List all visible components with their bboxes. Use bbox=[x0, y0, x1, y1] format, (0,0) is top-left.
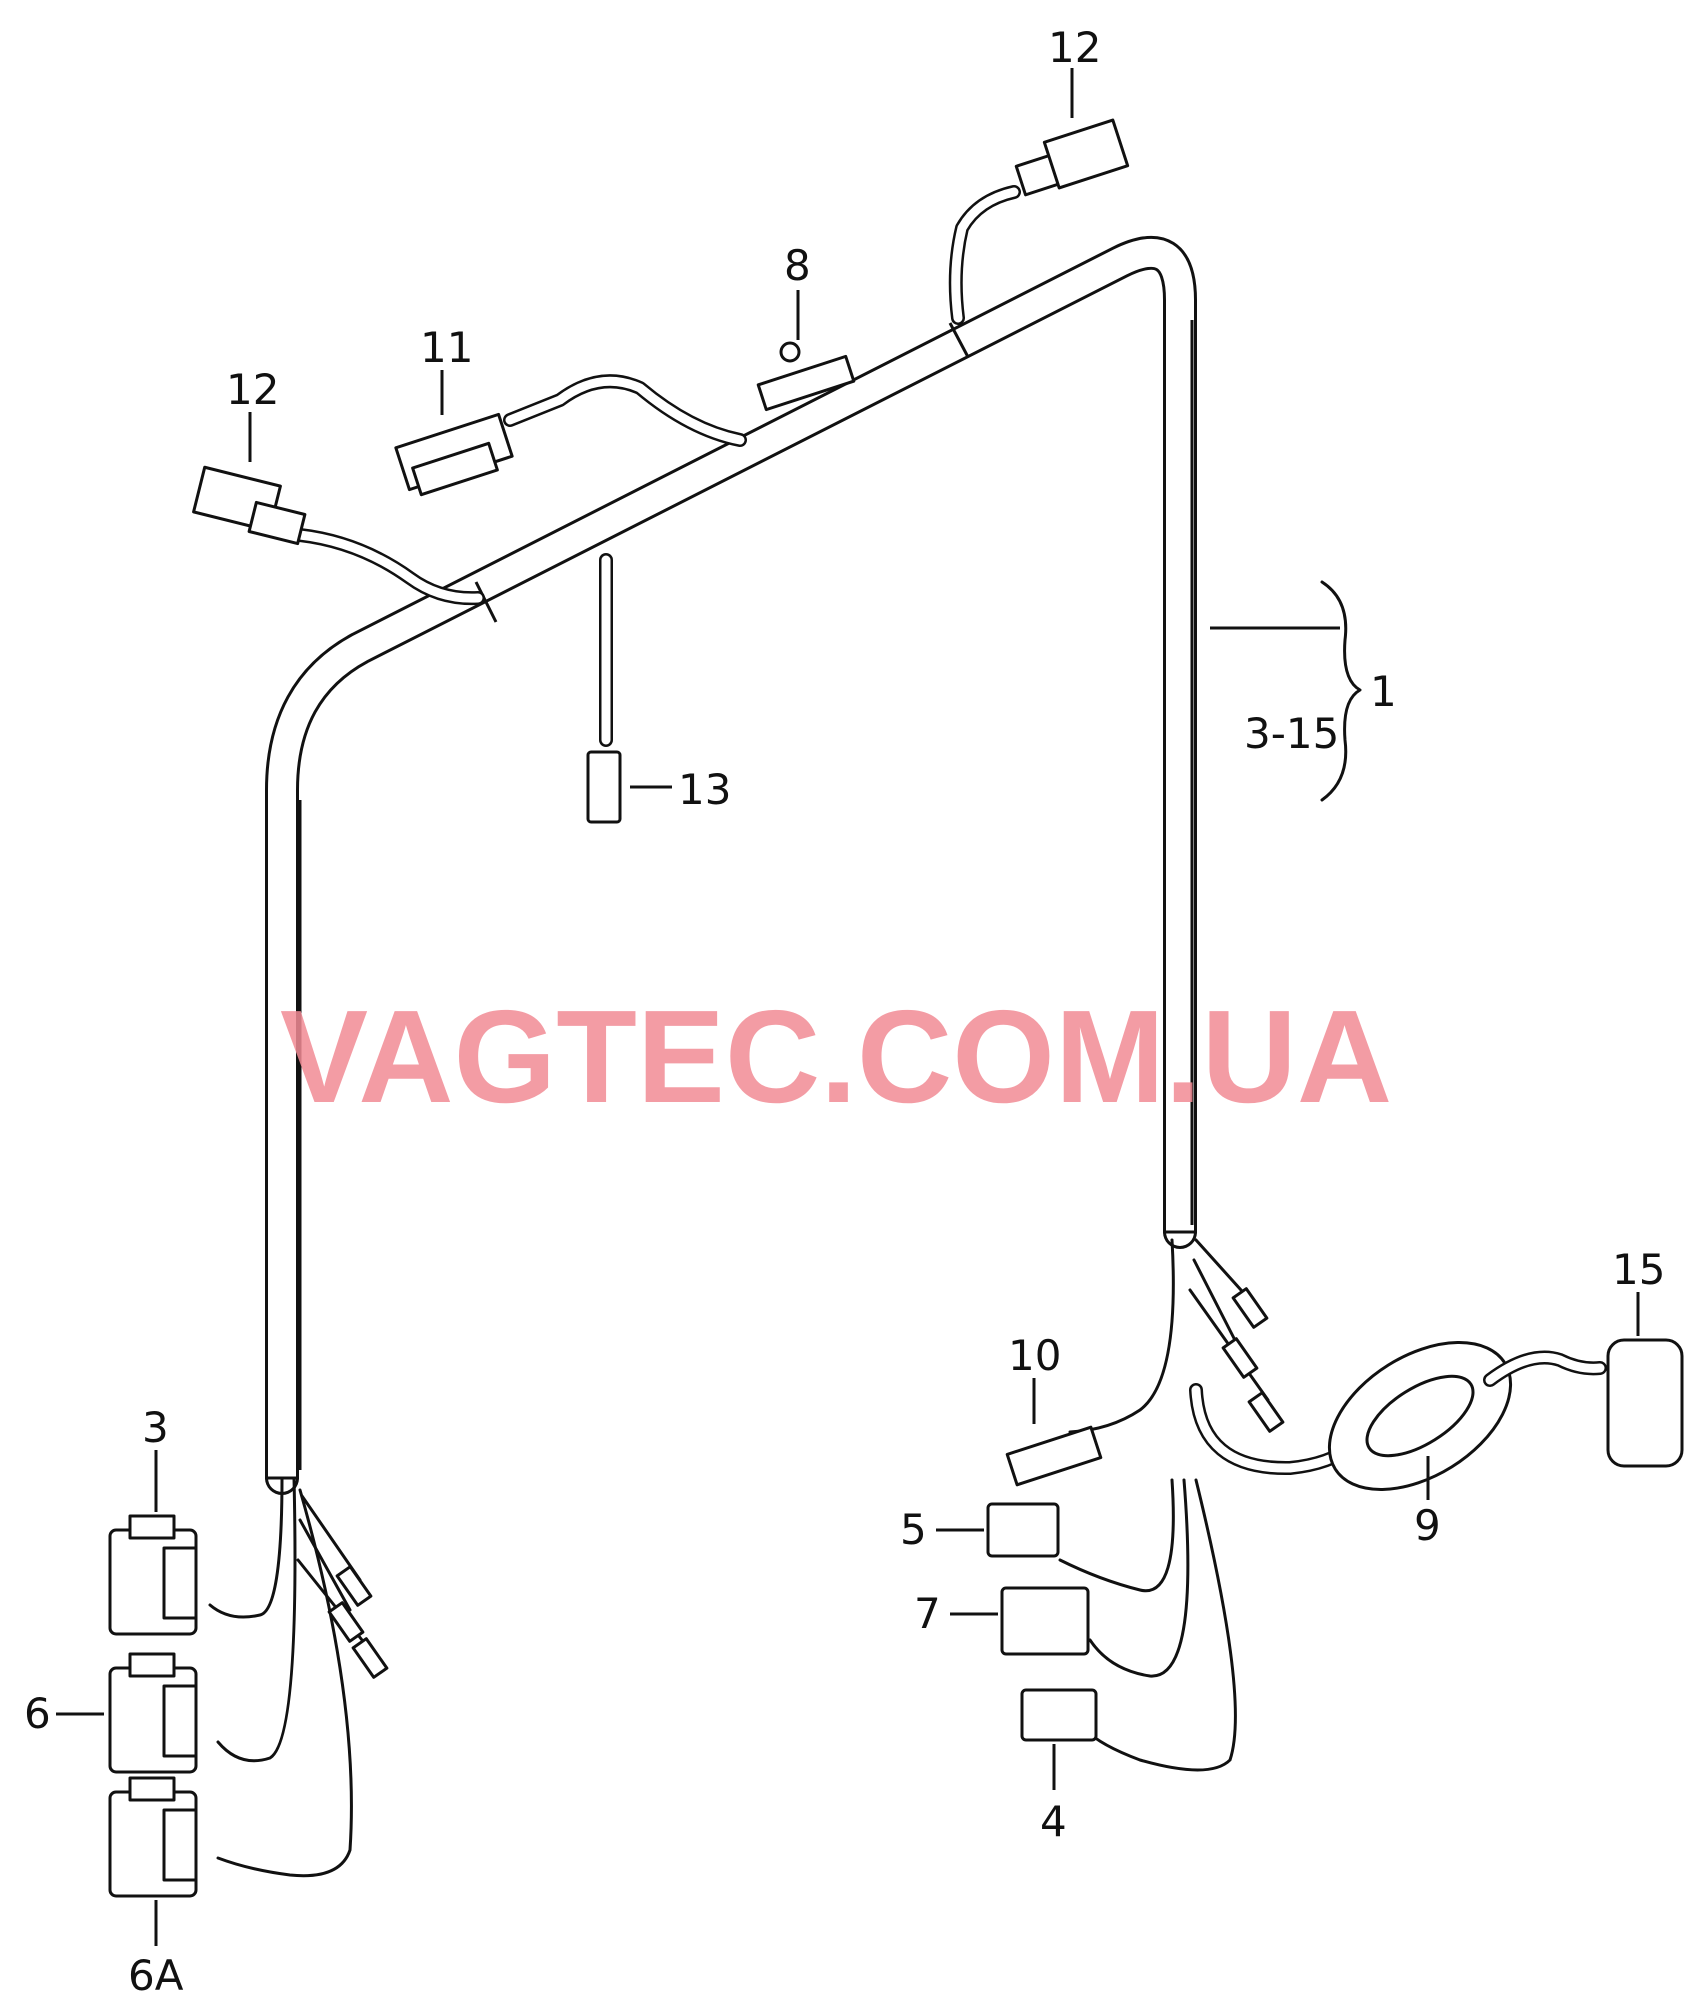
label-11: 11 bbox=[420, 323, 473, 372]
label-7: 7 bbox=[914, 1589, 941, 1638]
connector-13 bbox=[586, 553, 672, 824]
label-8: 8 bbox=[784, 241, 811, 290]
label-3-15: 3-15 bbox=[1244, 709, 1339, 758]
label-15: 15 bbox=[1612, 1245, 1665, 1294]
watermark: VAGTEC.COM.UA bbox=[280, 983, 1392, 1130]
label-9: 9 bbox=[1414, 1501, 1441, 1550]
label-5: 5 bbox=[900, 1505, 927, 1554]
label-3: 3 bbox=[142, 1403, 169, 1452]
label-4: 4 bbox=[1040, 1797, 1067, 1846]
label-6a: 6A bbox=[128, 1951, 184, 1996]
connector-11 bbox=[394, 370, 747, 497]
bracket-1 bbox=[1210, 580, 1362, 802]
callout-labels: 12 8 11 12 13 1 3-15 3 6 6A 10 15 5 7 9 … bbox=[24, 23, 1665, 1996]
label-12-left: 12 bbox=[226, 365, 279, 414]
connector-12-top bbox=[948, 68, 1130, 325]
left-bottom-branches bbox=[56, 1450, 389, 1946]
label-10: 10 bbox=[1008, 1331, 1061, 1380]
label-1: 1 bbox=[1370, 667, 1397, 716]
label-13: 13 bbox=[678, 765, 731, 814]
label-12-top: 12 bbox=[1048, 23, 1101, 72]
clip-8 bbox=[756, 290, 856, 412]
main-harness bbox=[265, 235, 1197, 1495]
label-6: 6 bbox=[24, 1689, 51, 1738]
connector-12-left bbox=[192, 412, 485, 606]
right-bottom-branches bbox=[936, 1238, 1684, 1790]
